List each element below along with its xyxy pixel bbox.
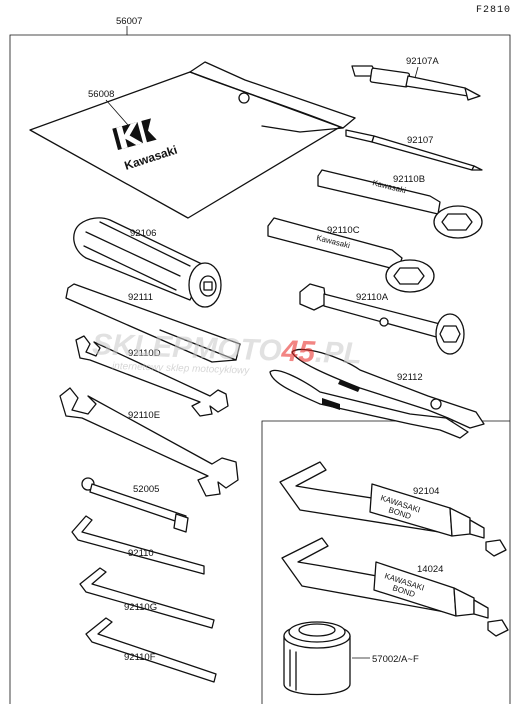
part-label-92106: 92106 [130,228,156,239]
bond-tube-92104: KAWASAKI BOND [279,461,507,557]
part-label-92111: 92111 [128,292,153,303]
part-label-92110f: 92110F [124,652,156,663]
screwdriver-handle-92106 [73,217,222,308]
tommy-bar-92111 [65,283,241,363]
screwdriver-92107 [345,129,483,171]
extension-bar-52005 [81,477,189,533]
pliers-92112 [269,348,485,439]
part-label-92104: 92104 [413,486,439,497]
hex-key-92110f [85,617,217,683]
part-label-92110a: 92110A [356,292,389,303]
watermark-brand: SKLEPMOTO45.PL [92,328,363,370]
part-label-92110c: 92110C [327,225,360,236]
box-wrench-92110b: Kawasaki [317,169,483,239]
part-label-92107: 92107 [407,135,433,146]
kit-border [9,26,511,704]
part-label-57002: 57002/A~F [372,654,419,665]
part-label-92110e: 92110E [128,410,160,421]
figure-code: F2810 [476,5,511,16]
box-wrench-92110c: Kawasaki [267,217,435,293]
watermark-tagline: internetowy sklep motocyklowy [112,361,251,377]
part-label-92107a: 92107A [406,56,439,67]
plug-wrench-92110a [299,283,465,355]
part-label-92112: 92112 [397,372,423,383]
open-wrench-92110d [75,335,229,417]
open-wrench-92110e [59,387,239,497]
part-label-92110b: 92110B [393,174,425,185]
part-label-92110: 92110 [128,548,154,559]
hex-key-92110g [79,567,215,629]
screwdriver-bit-92107a [351,65,481,101]
part-label-56008: 56008 [88,89,114,100]
tool-pouch: Kawasaki [29,61,356,219]
grease-can-57002 [283,621,351,696]
part-label-56007: 56007 [116,16,142,27]
part-label-92110d: 92110D [128,348,161,359]
part-label-92110g: 92110G [124,602,157,613]
hex-key-92110 [71,515,205,575]
part-label-14024: 14024 [417,564,443,575]
watermark: SKLEPMOTO45.PL internetowy sklep motocyk… [92,328,363,377]
bond-tube-14024: KAWASAKI BOND [281,537,509,637]
part-label-52005: 52005 [133,484,159,495]
